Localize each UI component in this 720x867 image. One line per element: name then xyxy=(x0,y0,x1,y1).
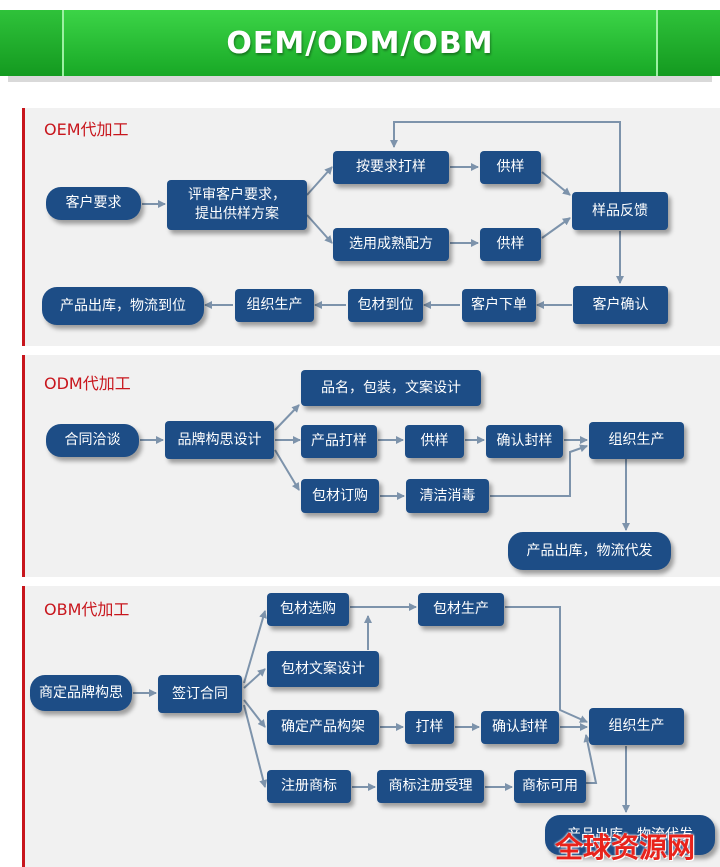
oem-customer-order: 客户下单 xyxy=(462,289,536,322)
obm-organize-production: 组织生产 xyxy=(589,708,684,745)
arrow xyxy=(541,171,571,196)
page-title: OEM/ODM/OBM xyxy=(226,25,494,61)
oem-review-requirements: 评审客户要求， 提出供样方案 xyxy=(167,180,307,230)
obm-packaging-production: 包材生产 xyxy=(418,593,504,626)
oem-supply-sample-1: 供样 xyxy=(480,151,541,184)
oem-sample-feedback: 样品反馈 xyxy=(572,192,668,230)
watermark: 全球资源网 xyxy=(555,831,696,864)
obm-packaging-purchase: 包材选购 xyxy=(267,593,349,626)
obm-register-trademark: 注册商标 xyxy=(267,770,351,803)
arrow xyxy=(583,734,598,784)
obm-trademark-accepted: 商标注册受理 xyxy=(377,770,484,803)
odm-section-label: ODM代加工 xyxy=(44,374,131,393)
obm-section-label: OBM代加工 xyxy=(44,600,130,619)
arrow xyxy=(306,214,333,244)
odm-packaging-order: 包材订购 xyxy=(301,479,379,513)
arrow xyxy=(243,610,267,684)
odm-organize-production: 组织生产 xyxy=(589,422,684,459)
odm-supply-sample: 供样 xyxy=(405,425,464,458)
oem-section-label: OEM代加工 xyxy=(44,120,129,139)
arrow xyxy=(243,699,266,728)
obm-trademark-usable: 商标可用 xyxy=(514,770,586,803)
oem-organize-production: 组织生产 xyxy=(235,289,314,322)
arrow xyxy=(505,606,588,723)
obm-ship-products: 产品出库，物流代发 xyxy=(545,815,715,855)
arrow xyxy=(274,449,300,491)
arrow xyxy=(243,704,268,788)
obm-packaging-copy-design: 包材文案设计 xyxy=(267,651,379,687)
arrow xyxy=(274,404,300,431)
obm-sample: 打样 xyxy=(405,711,454,744)
oem-packaging-ready: 包材到位 xyxy=(348,289,423,322)
arrow xyxy=(243,668,266,689)
title-banner-inner: OEM/ODM/OBM xyxy=(62,10,658,76)
arrow xyxy=(541,217,571,239)
oem-sample-by-request: 按要求打样 xyxy=(333,151,449,184)
odm-contract-negotiation: 合同洽谈 xyxy=(46,424,139,457)
oem-ship-products: 产品出库，物流到位 xyxy=(42,287,204,325)
obm-product-structure: 确定产品构架 xyxy=(267,710,379,745)
obm-agree-brand-concept: 商定品牌构思 xyxy=(30,675,132,711)
odm-product-sample: 产品打样 xyxy=(301,425,377,458)
odm-name-package-copy: 品名，包装，文案设计 xyxy=(301,370,481,406)
odm-clean-disinfect: 清洁消毒 xyxy=(406,479,489,513)
title-banner: OEM/ODM/OBM xyxy=(0,10,720,76)
arrow xyxy=(490,444,588,497)
oem-supply-sample-2: 供样 xyxy=(480,228,541,261)
oem-customer-request: 客户要求 xyxy=(46,187,141,220)
obm-sign-contract: 签订合同 xyxy=(158,675,242,713)
arrow xyxy=(306,166,333,196)
obm-confirm-seal: 确认封样 xyxy=(481,711,559,744)
odm-confirm-seal: 确认封样 xyxy=(486,425,563,458)
oem-customer-confirm: 客户确认 xyxy=(573,286,668,324)
odm-brand-design: 品牌构思设计 xyxy=(165,421,274,459)
oem-use-mature-formula: 选用成熟配方 xyxy=(333,228,449,261)
odm-ship-products: 产品出库，物流代发 xyxy=(508,532,671,570)
arrow xyxy=(390,121,621,192)
